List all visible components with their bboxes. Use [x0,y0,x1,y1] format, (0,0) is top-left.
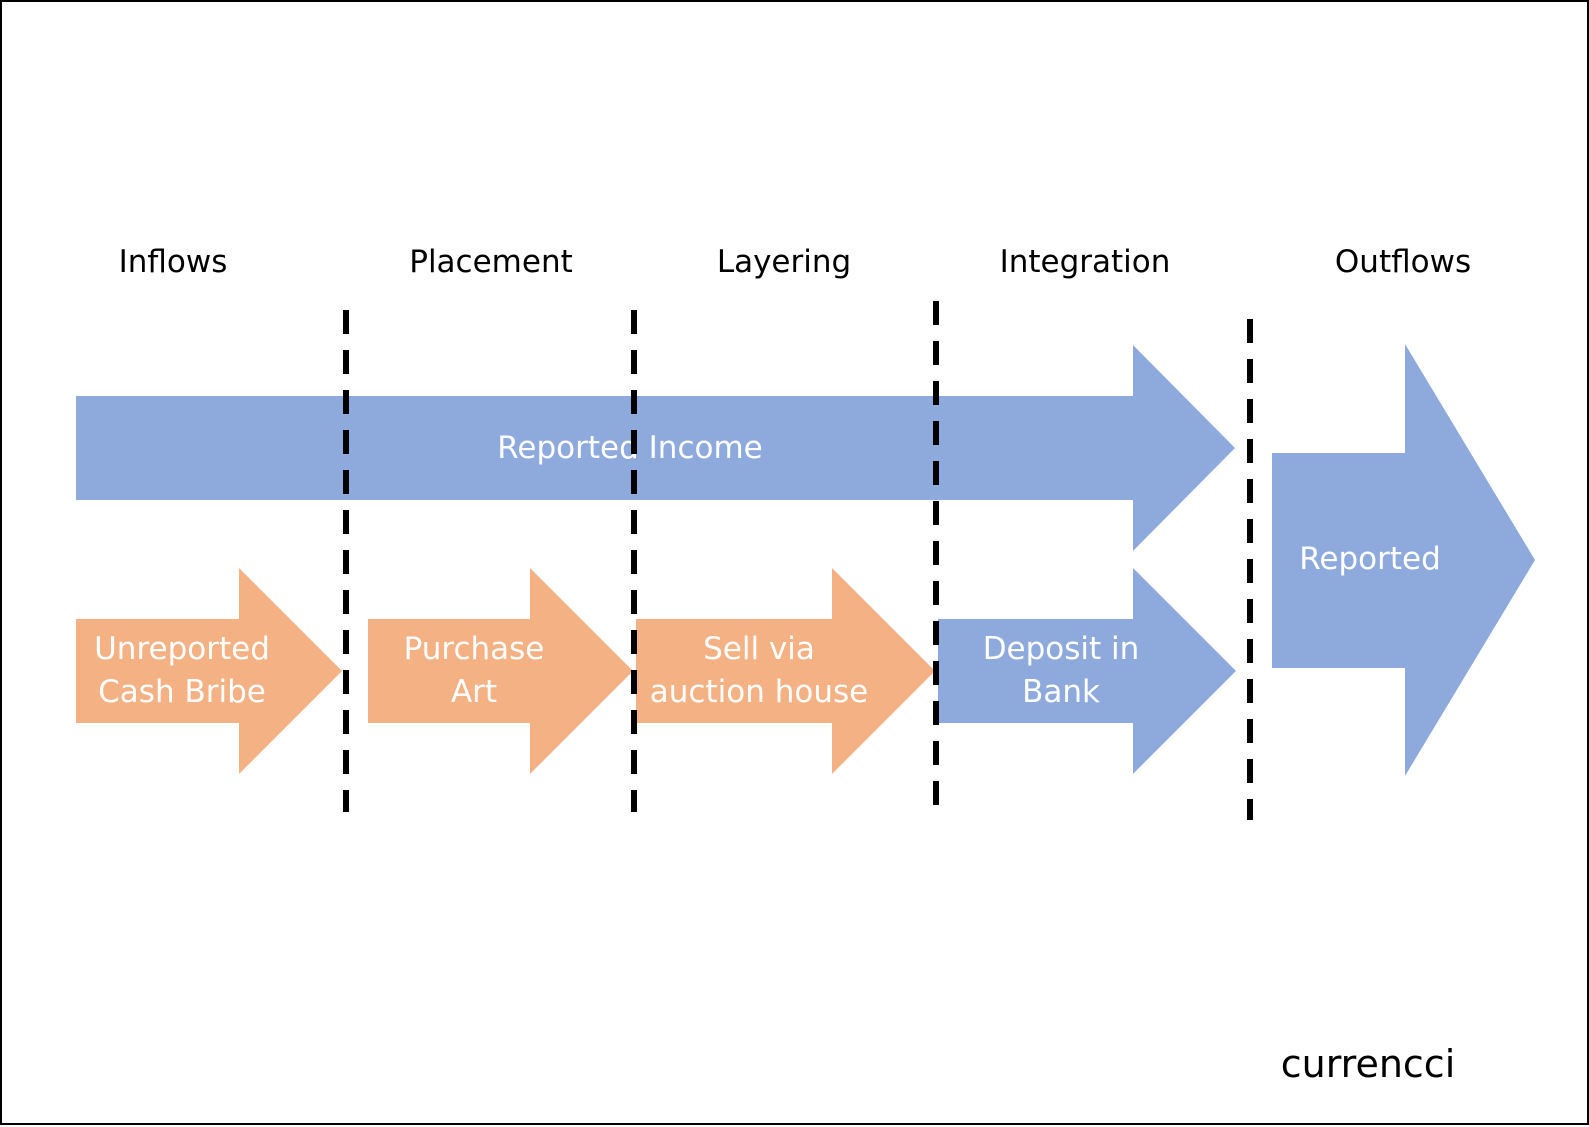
flow-arrow-deposit-in-bank [938,568,1236,774]
reported-outflow-arrow [1272,344,1535,776]
flow-step-4-line2: Bank [1022,674,1100,710]
brand-logo-text: currencci [1281,1042,1456,1086]
flow-step-4-line1: Deposit in [983,631,1140,667]
stage-label-outflows: Outflows [1335,244,1471,280]
stage-label-layering: Layering [717,244,851,280]
reported-income-arrow [76,345,1235,551]
flow-step-1-line1: Unreported [94,631,270,667]
flow-arrow-purchase-art [368,568,633,774]
reported-income-label: Reported Income [497,430,762,466]
flow-step-3-line1: Sell via [703,631,815,667]
reported-outflow-label: Reported [1299,541,1441,577]
flow-arrow-sell-via-auction-house [636,568,935,774]
flow-step-2-line1: Purchase [404,631,545,667]
flow-arrow-unreported-cash-bribe [76,568,342,774]
stage-label-integration: Integration [1000,244,1171,280]
stage-label-placement: Placement [409,244,573,280]
stage-label-inflows: Inflows [119,244,228,280]
flow-step-3-line2: auction house [650,674,868,710]
flow-step-2-line2: Art [451,674,497,710]
flow-step-1-line2: Cash Bribe [98,674,266,710]
